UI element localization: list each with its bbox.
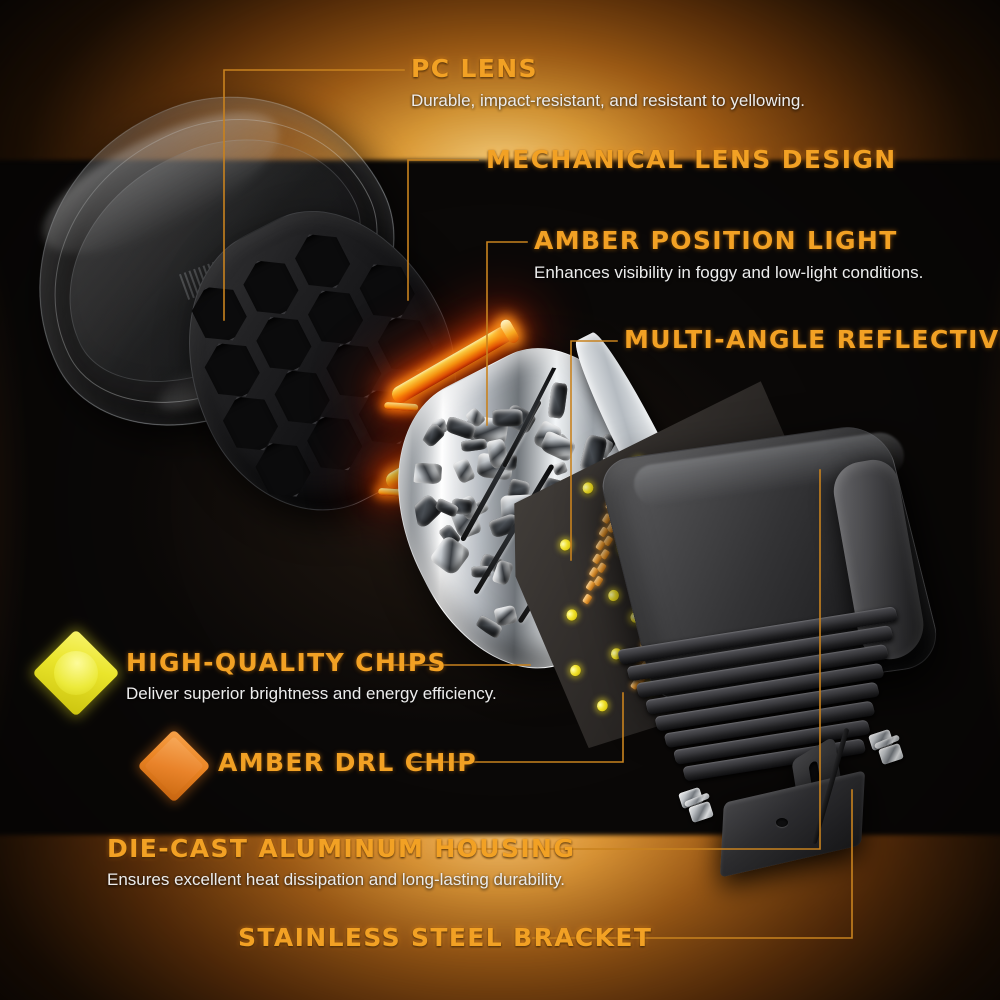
callout-high-quality-chips[interactable]: HIGH-QUALITY CHIPS Deliver superior brig… <box>126 650 497 704</box>
reflector-facet <box>492 409 524 427</box>
callout-title: PC LENS <box>411 54 538 83</box>
callout-die-cast-aluminum-housing[interactable]: DIE-CAST ALUMINUM HOUSING Ensures excell… <box>107 836 575 890</box>
callout-subtitle: Deliver superior brightness and energy e… <box>126 684 497 703</box>
callout-title: HIGH-QUALITY CHIPS <box>126 648 447 677</box>
callout-multi-angle-reflective-cup[interactable]: MULTI-ANGLE REFLECTIVE CUP <box>624 327 1000 352</box>
callout-stainless-steel-bracket[interactable]: STAINLESS STEEL BRACKET <box>238 925 652 950</box>
callout-pc-lens[interactable]: PC LENS Durable, impact-resistant, and r… <box>411 56 805 111</box>
callout-title: MULTI-ANGLE REFLECTIVE CUP <box>624 325 1000 354</box>
callout-subtitle: Enhances visibility in foggy and low-lig… <box>534 263 924 282</box>
callout-title: MECHANICAL LENS DESIGN <box>486 145 897 174</box>
callout-subtitle: Durable, impact-resistant, and resistant… <box>411 91 806 110</box>
reflector-facet <box>493 604 519 627</box>
callout-amber-drl-chip[interactable]: AMBER DRL CHIP <box>218 750 477 775</box>
bracket-base-plate <box>719 770 866 878</box>
callout-title: AMBER DRL CHIP <box>218 748 478 777</box>
bracket-bolt-upper <box>868 728 908 768</box>
callout-title: AMBER POSITION LIGHT <box>534 226 898 255</box>
reflector-facet <box>429 533 473 577</box>
reflector-facet <box>547 382 568 420</box>
bracket-bolt-lower <box>678 786 718 826</box>
bracket-mount-hole <box>776 818 788 827</box>
callout-title: DIE-CAST ALUMINUM HOUSING <box>107 834 576 863</box>
callout-title: STAINLESS STEEL BRACKET <box>238 923 653 952</box>
callout-amber-position-light[interactable]: AMBER POSITION LIGHT Enhances visibility… <box>534 228 923 283</box>
reflector-facet <box>539 429 577 462</box>
reflector-facet <box>451 457 476 484</box>
callout-subtitle: Ensures excellent heat dissipation and l… <box>107 870 566 889</box>
callout-mechanical-lens-design[interactable]: MECHANICAL LENS DESIGN <box>486 147 897 172</box>
amber-bar-cap-a <box>498 317 521 345</box>
reflector-facet <box>412 463 443 485</box>
stainless-steel-bracket-part <box>678 727 930 900</box>
reflector-facet <box>460 437 488 453</box>
